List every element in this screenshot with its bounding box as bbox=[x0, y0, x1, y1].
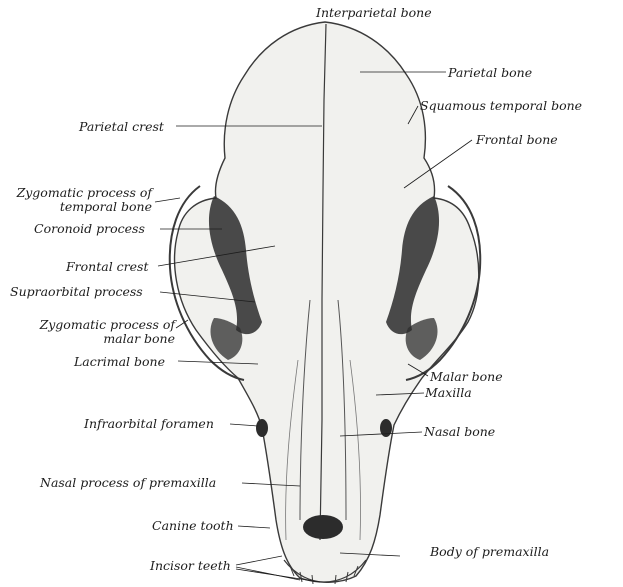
label-maxilla: Maxilla bbox=[425, 386, 472, 399]
label-interparietal-bone: Interparietal bone bbox=[316, 6, 432, 19]
label-lacrimal-bone: Lacrimal bone bbox=[74, 355, 165, 368]
leader-incisor-2 bbox=[236, 567, 300, 580]
leader-canine bbox=[238, 526, 270, 528]
label-canine-tooth: Canine tooth bbox=[152, 519, 234, 532]
left-infraorbital-foramen bbox=[256, 419, 268, 437]
leader-incisor-1 bbox=[236, 556, 282, 565]
label-nasal-bone: Nasal bone bbox=[424, 425, 495, 438]
label-infraorbital-foramen: Infraorbital foramen bbox=[84, 417, 214, 430]
label-zygomatic-process-temporal-line2: temporal bone bbox=[0, 200, 152, 213]
label-parietal-crest: Parietal crest bbox=[79, 120, 164, 133]
nasal-aperture bbox=[303, 515, 343, 539]
label-malar-bone: Malar bone bbox=[430, 370, 503, 383]
label-parietal-bone: Parietal bone bbox=[448, 66, 532, 79]
leader-infraorbital bbox=[230, 424, 258, 426]
label-coronoid-process: Coronoid process bbox=[34, 222, 145, 235]
label-squamous-temporal-bone: Squamous temporal bone bbox=[420, 99, 582, 112]
label-nasal-process-of-premaxilla: Nasal process of premaxilla bbox=[40, 476, 216, 489]
label-body-of-premaxilla: Body of premaxilla bbox=[430, 545, 549, 558]
label-incisor-teeth: Incisor teeth bbox=[150, 559, 231, 572]
label-frontal-crest: Frontal crest bbox=[66, 260, 148, 273]
label-zygomatic-process-malar-line2: malar bone bbox=[0, 332, 175, 345]
label-zygomatic-process-malar-line1: Zygomatic process of bbox=[0, 318, 175, 331]
label-supraorbital-process: Supraorbital process bbox=[10, 285, 143, 298]
label-frontal-bone: Frontal bone bbox=[476, 133, 558, 146]
label-zygomatic-process-temporal-line1: Zygomatic process of bbox=[0, 186, 152, 199]
leader-zygomatic-temporal bbox=[155, 198, 180, 202]
